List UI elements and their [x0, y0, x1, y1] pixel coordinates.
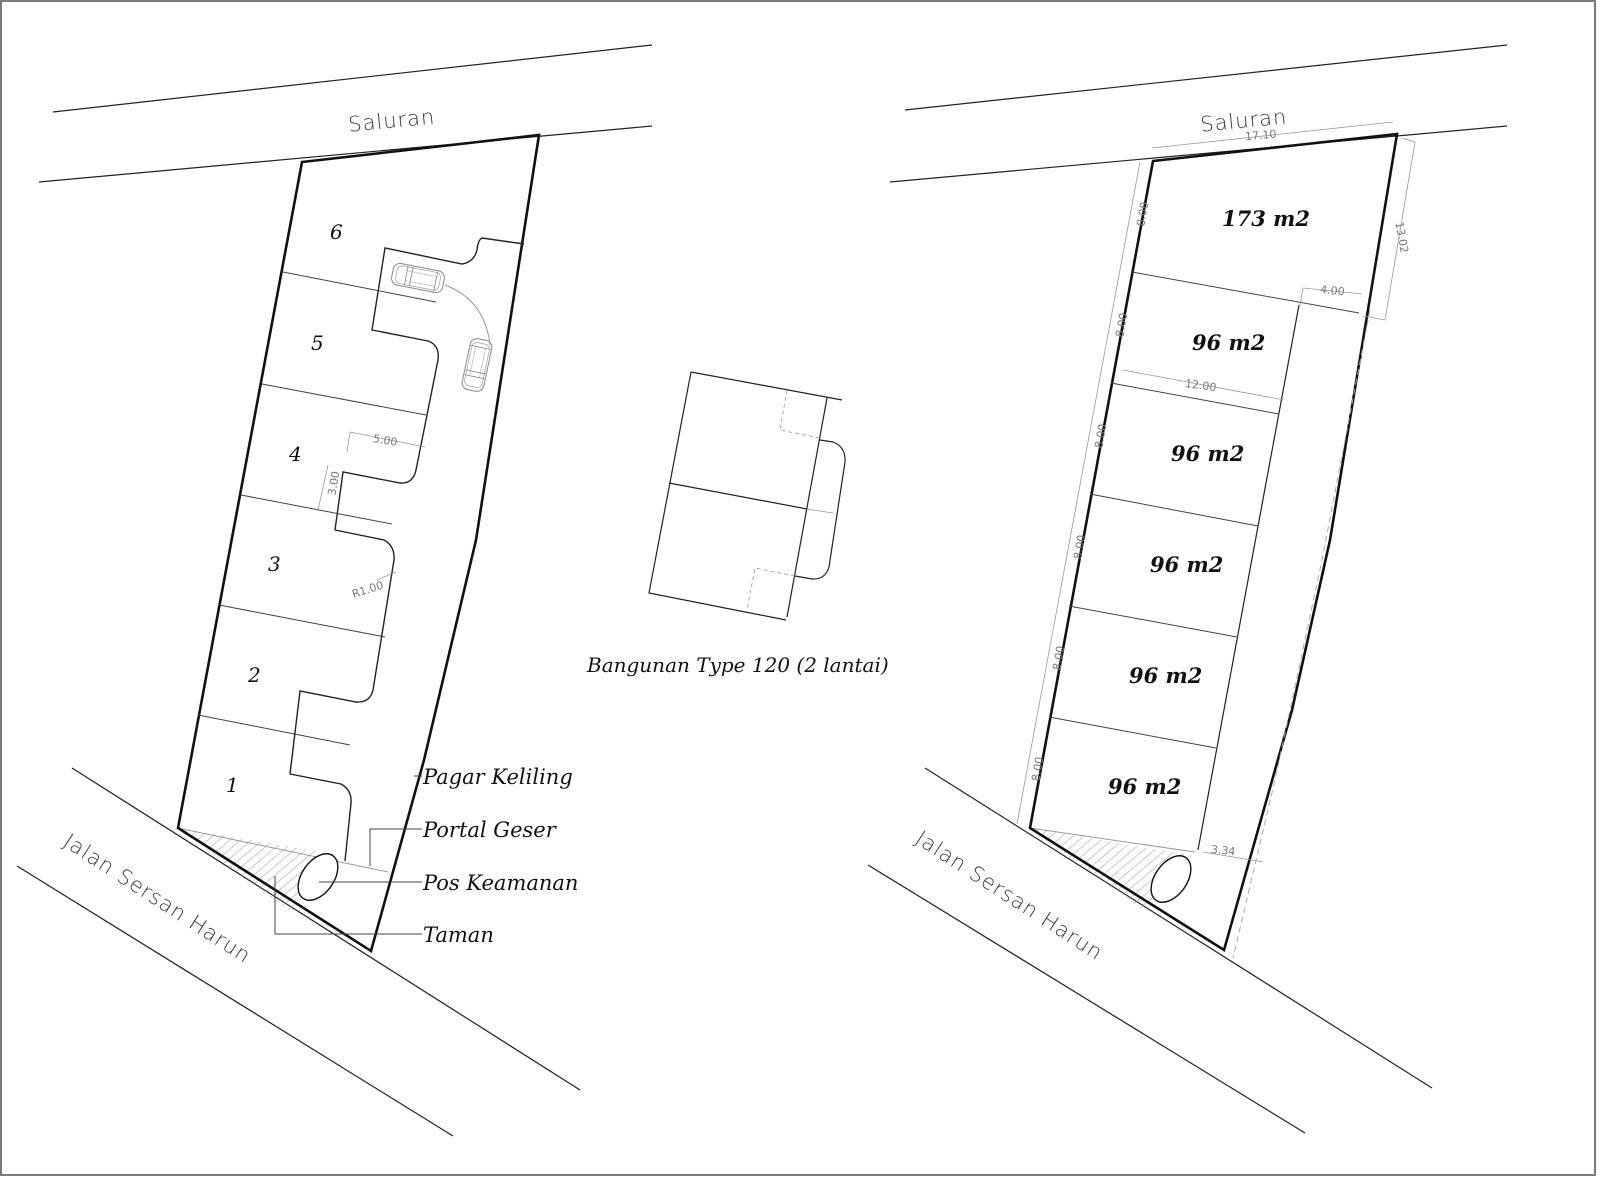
- canal-edge-lower: [889, 125, 1508, 183]
- dimension-lot-depth: 8.00: [1071, 534, 1088, 560]
- dimension-lot-depth: 8.00: [1113, 312, 1130, 338]
- lot-area: 96 m2: [1192, 330, 1265, 355]
- garden-edge: [1029, 827, 1196, 853]
- lot-number: 3: [268, 552, 281, 576]
- svg-text:3.00: 3.00: [325, 470, 342, 496]
- driveway-outline: [289, 237, 525, 862]
- road-edge-upper: [924, 767, 1433, 1089]
- canal-edge-upper: [52, 44, 653, 113]
- lot-number: 6: [330, 220, 343, 244]
- dimension-setback-depth: 3.00: [317, 464, 342, 511]
- lot-number: 4: [288, 442, 302, 466]
- lot-number: 1: [226, 773, 239, 797]
- lot-area: 96 m2: [1150, 552, 1223, 577]
- dimension-driveway-bottom: 3.34: [1210, 843, 1236, 858]
- callout-garden: Taman: [423, 923, 494, 947]
- left-site-plan: Saluran Jalan Sersan Harun 5: [16, 44, 653, 1137]
- road-edge-lower: [867, 864, 1306, 1134]
- dimension-lot-depth: 8.00: [1134, 201, 1151, 227]
- dimension-right-depth: 13.02: [1393, 221, 1411, 254]
- dimension-lot-depth: 8.00: [1029, 756, 1046, 782]
- car-icon: [389, 261, 447, 295]
- dimension-lot-width: 12.00: [1184, 377, 1217, 394]
- dimension-driveway-top: 4.00: [1320, 283, 1346, 298]
- lot-area: 96 m2: [1171, 441, 1244, 466]
- driveway-edge: [1197, 304, 1300, 851]
- road-edge-lower: [16, 865, 454, 1137]
- lot-dividers: [1048, 271, 1360, 749]
- canal-edge-upper: [904, 44, 1508, 111]
- svg-text:5.00: 5.00: [372, 432, 398, 449]
- dimension-setback-width: 5.00: [346, 431, 426, 453]
- canal-edge-lower: [38, 125, 653, 183]
- turning-path: [444, 284, 491, 346]
- security-post: [1150, 855, 1192, 903]
- lot-area: 173 m2: [1222, 206, 1310, 231]
- dimension-lot-depth: 8.00: [1050, 645, 1067, 671]
- callout-security-post: Pos Keamanan: [422, 871, 578, 895]
- dimension-lines: [1016, 121, 1416, 863]
- building-type-plan: Bangunan Type 120 (2 lantai): [586, 371, 889, 677]
- road-edge-upper: [71, 767, 581, 1091]
- garden-edge: [177, 827, 389, 873]
- neighbor-boundary-dashed: [1232, 309, 1371, 959]
- building-caption: Bangunan Type 120 (2 lantai): [586, 653, 889, 677]
- lot-number: 5: [311, 331, 324, 355]
- dimension-top-width: 17.10: [1245, 128, 1278, 144]
- callout-sliding-gate: Portal Geser: [422, 818, 558, 842]
- security-post: [297, 853, 339, 901]
- lot-dividers: [197, 271, 437, 746]
- canal-label: Saluran: [347, 105, 436, 137]
- lot-area: 96 m2: [1129, 663, 1202, 688]
- dimension-lot-depth: 8.00: [1092, 423, 1109, 449]
- callout-leaders: [274, 775, 422, 935]
- lot-number: 2: [247, 663, 261, 687]
- perimeter-fence: [1028, 132, 1399, 953]
- right-site-plan: Saluran Jalan Sersan Harun 173 m2 96 m2 …: [867, 44, 1508, 1134]
- car-icon: [460, 336, 494, 394]
- svg-text:R1.00: R1.00: [350, 579, 385, 601]
- callout-perimeter-fence: Pagar Keliling: [422, 765, 573, 789]
- lot-area: 96 m2: [1108, 774, 1181, 799]
- perimeter-fence: [176, 133, 541, 954]
